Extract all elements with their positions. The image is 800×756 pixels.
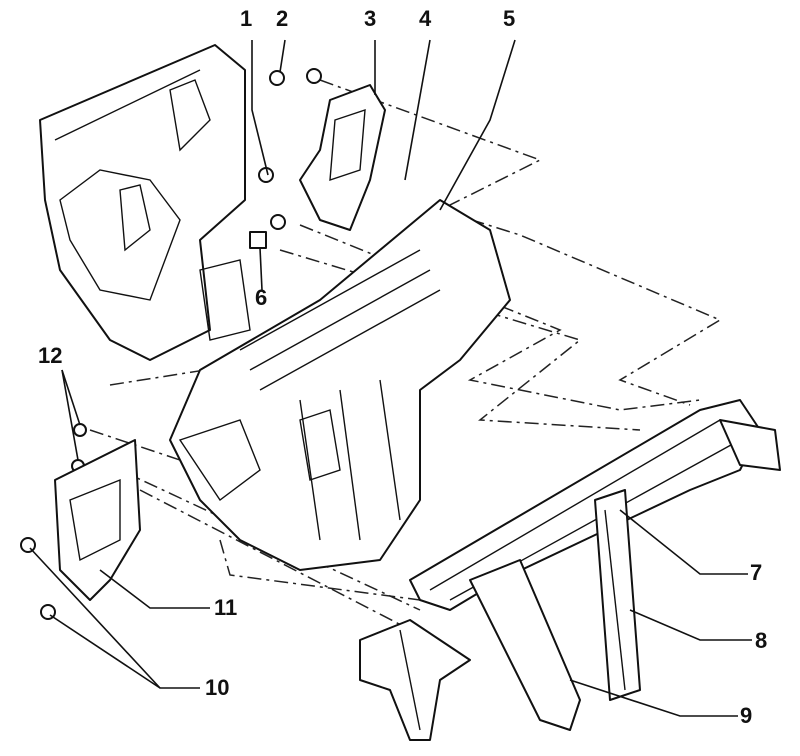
- support-strut-8: [594, 489, 641, 701]
- callout-5: 5: [503, 6, 516, 31]
- callout-4: 4: [419, 6, 432, 31]
- leader-lines: [29, 39, 752, 717]
- callout-2: 2: [276, 6, 289, 31]
- bulkhead-panel: [39, 44, 246, 361]
- support-strut-9: [359, 559, 581, 741]
- callout-12: 12: [38, 343, 63, 368]
- callout-9: 9: [740, 703, 753, 728]
- bracket-part-11: [54, 439, 141, 601]
- callout-8: 8: [755, 628, 768, 653]
- callout-6: 6: [255, 285, 268, 310]
- callout-7: 7: [750, 560, 763, 585]
- callout-10: 10: [205, 675, 230, 700]
- callout-11: 11: [214, 595, 238, 620]
- bracket-part-3: [299, 84, 386, 231]
- callout-1: 1: [240, 6, 253, 31]
- callout-3: 3: [364, 6, 377, 31]
- heater-housing: [169, 199, 511, 571]
- cross-member: [409, 399, 781, 611]
